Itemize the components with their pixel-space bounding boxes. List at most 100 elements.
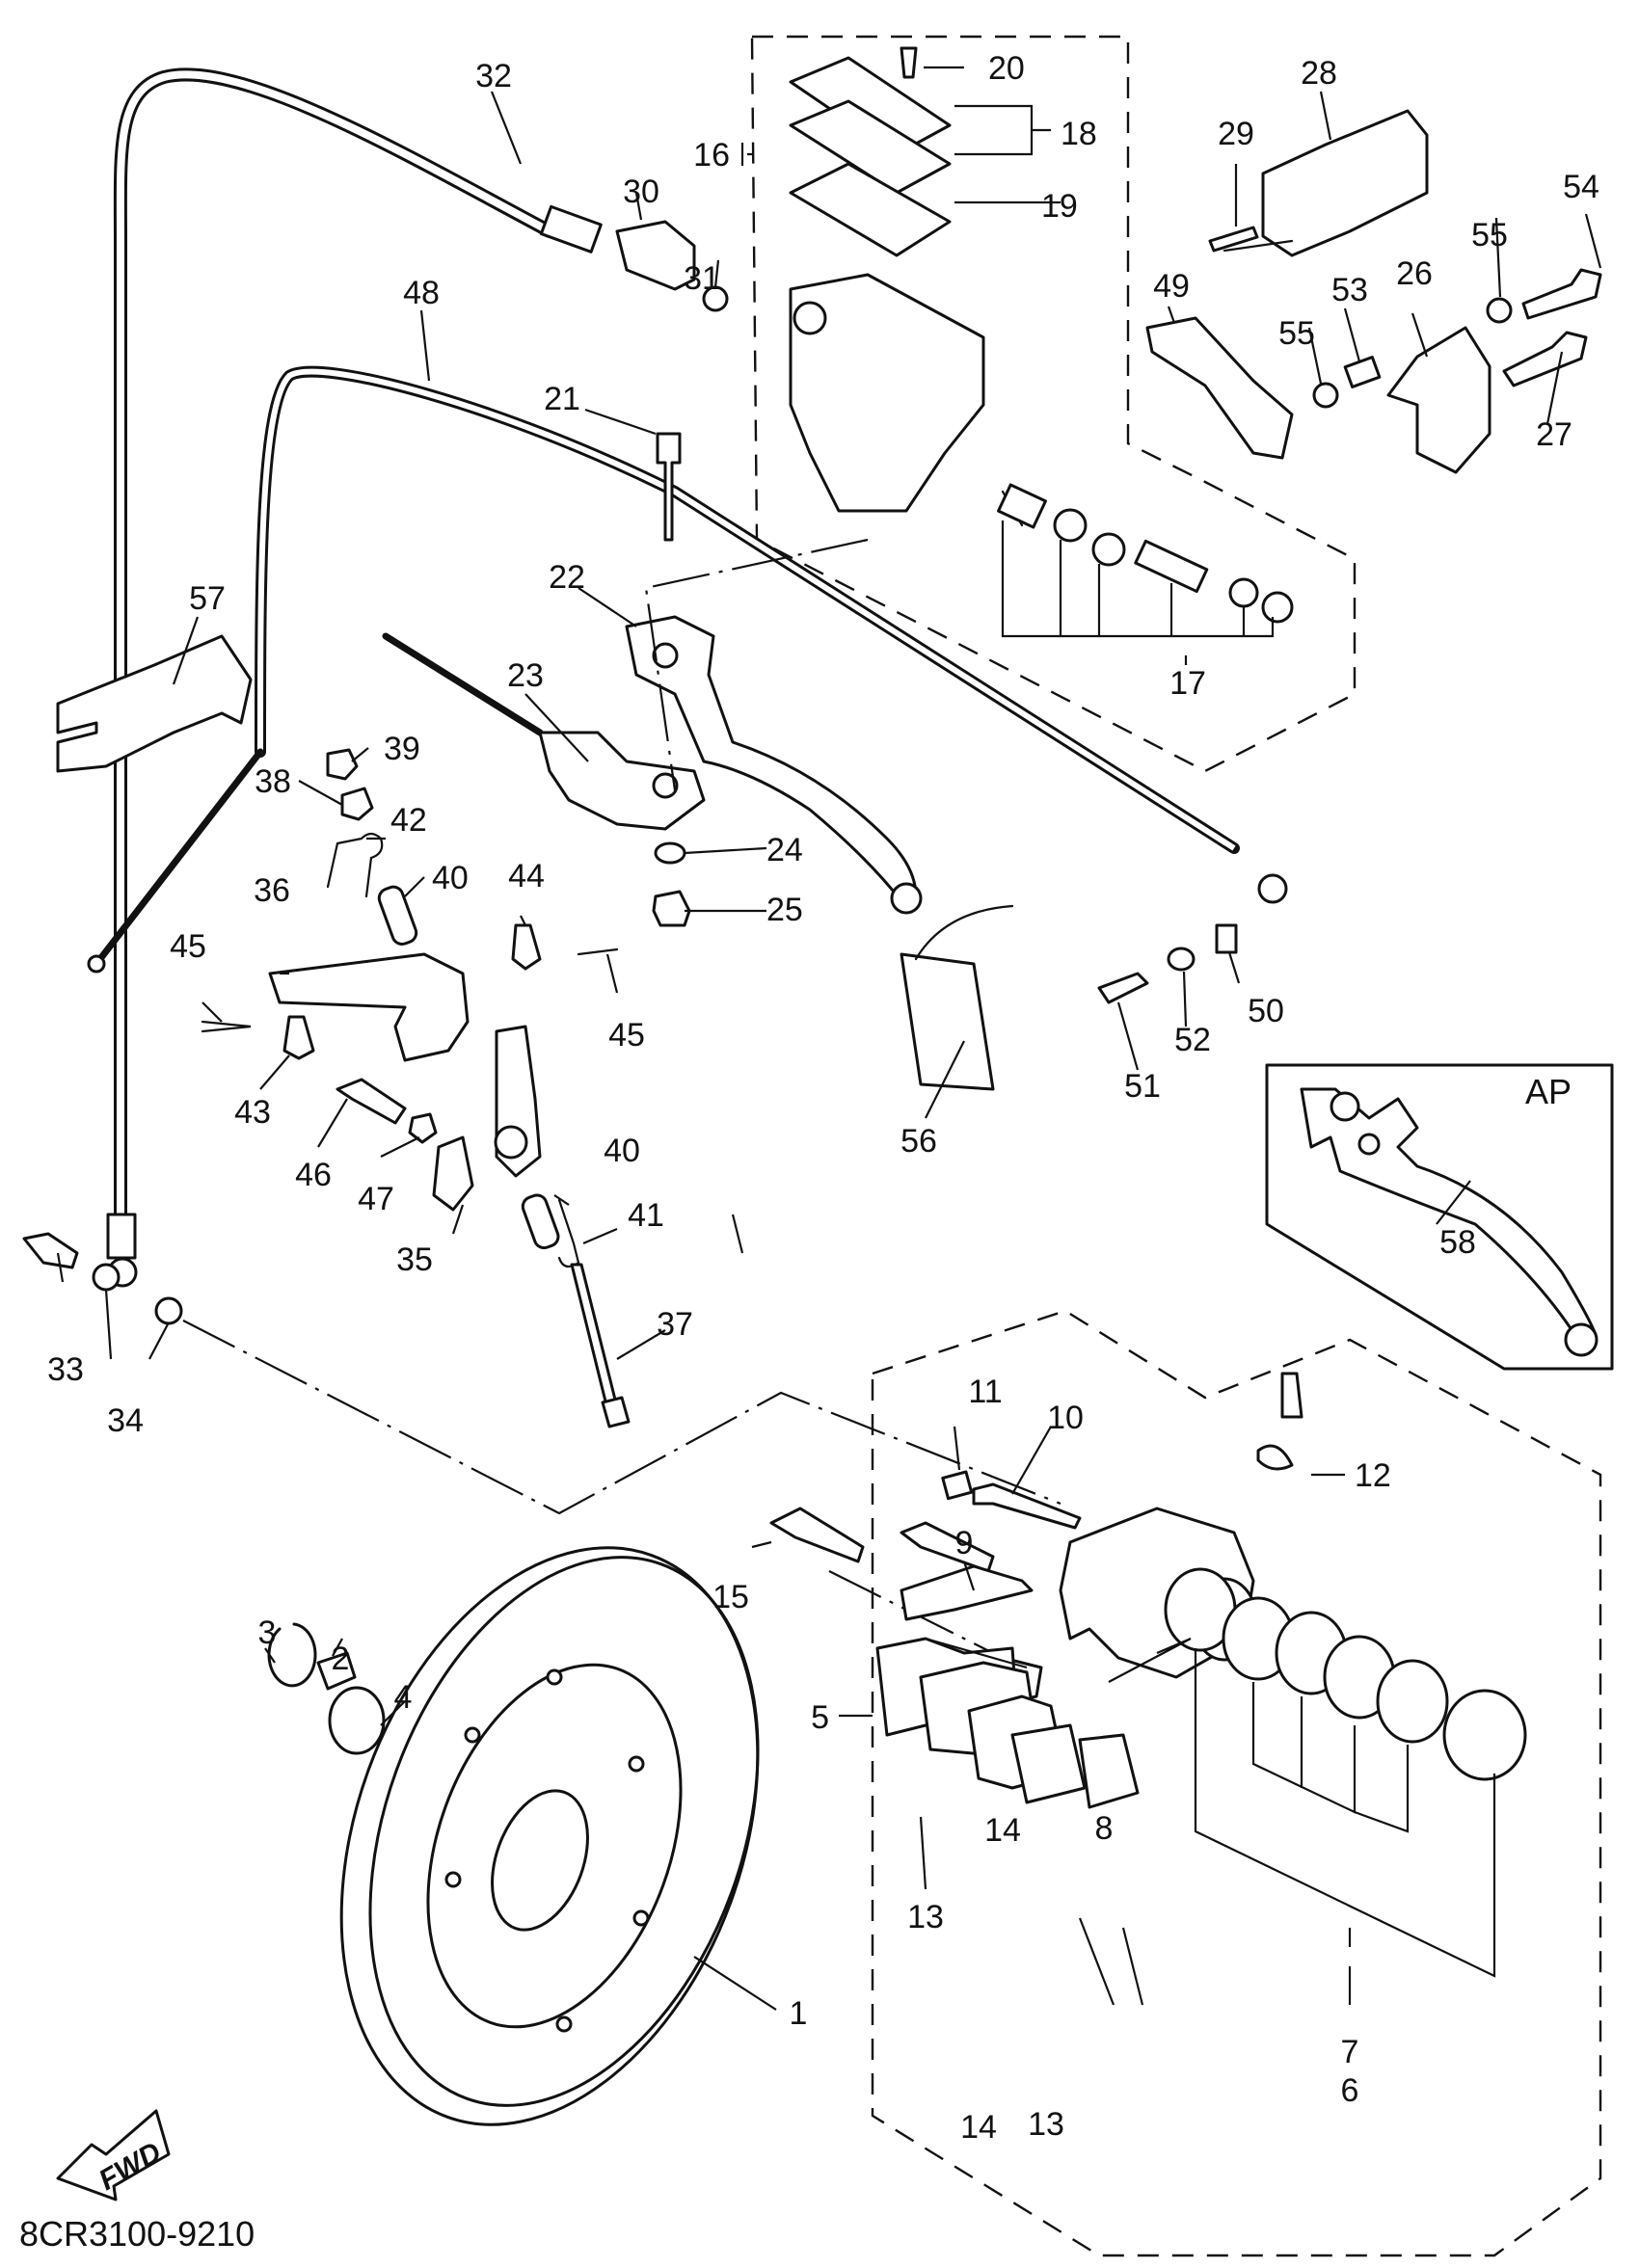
caliper-pistons[interactable]: [1164, 1567, 1527, 1781]
routing-line: [182, 1320, 1061, 1515]
callout-28: 28: [1301, 55, 1337, 92]
nut-47[interactable]: [408, 1112, 438, 1144]
master-cylinder-body[interactable]: [789, 273, 985, 513]
washer-52[interactable]: [1167, 947, 1196, 972]
bleed-screw-set[interactable]: [1280, 1372, 1303, 1419]
callout-36: 36: [254, 872, 290, 909]
washer-4[interactable]: [328, 1686, 386, 1755]
callout-3: 3: [258, 1614, 277, 1651]
leader-lines: [56, 66, 1602, 2011]
callout-40: 40: [432, 860, 469, 896]
lever-bolt[interactable]: [656, 432, 682, 542]
washer-24[interactable]: [654, 841, 686, 865]
callout-1: 1: [790, 1995, 808, 2032]
bolt-51[interactable]: [1097, 972, 1149, 1004]
callout-29: 29: [1218, 116, 1254, 152]
adjuster-bolt[interactable]: [570, 1263, 619, 1411]
reservoir-diaphragm[interactable]: [789, 162, 952, 257]
cotter-pin-45b[interactable]: [577, 947, 619, 956]
callout-14b: 14: [960, 2109, 997, 2146]
brake-disc[interactable]: [266, 1489, 833, 2182]
callout-52: 52: [1174, 1022, 1211, 1058]
pin-40b[interactable]: [520, 1192, 560, 1250]
ap-inset: AP: [1265, 1063, 1614, 1371]
master-cylinder-kit[interactable]: [997, 483, 1294, 638]
callout-2: 2: [332, 1641, 350, 1677]
pin-40[interactable]: [376, 884, 418, 947]
bolt-46[interactable]: [336, 1078, 407, 1125]
brake-switch[interactable]: [1223, 109, 1429, 257]
gasket-34b[interactable]: [154, 1296, 183, 1325]
screw[interactable]: [1208, 226, 1259, 253]
callout-5: 5: [811, 1699, 829, 1736]
callout-57: 57: [189, 580, 226, 617]
washer-55[interactable]: [1312, 382, 1339, 409]
circlip[interactable]: [267, 1622, 317, 1688]
brake-pads[interactable]: [875, 1637, 1140, 1809]
callout-45b: 45: [608, 1017, 645, 1054]
callout-38: 38: [255, 763, 291, 800]
union-bolt-33[interactable]: [22, 1232, 79, 1269]
reservoir-cap[interactable]: [789, 56, 952, 195]
callout-19: 19: [1041, 188, 1078, 225]
callout-26: 26: [1396, 255, 1433, 292]
pin-43[interactable]: [282, 1015, 315, 1060]
pad-pin-plug[interactable]: [941, 1470, 974, 1501]
caliper-bolt-inner[interactable]: [900, 1521, 995, 1573]
callout-15: 15: [712, 1579, 749, 1615]
callout-18: 18: [1061, 116, 1097, 152]
torsion-spring-41[interactable]: [557, 1198, 580, 1268]
brake-lever-ap[interactable]: [1300, 1087, 1598, 1347]
hose-guide[interactable]: [56, 634, 253, 773]
callout-44: 44: [508, 858, 545, 894]
collar-50[interactable]: [1215, 923, 1238, 954]
callout-10: 10: [1047, 1400, 1084, 1436]
cap-screw[interactable]: [900, 46, 918, 79]
key[interactable]: [316, 1651, 357, 1691]
diagram-code: 8CR3100-9210: [19, 2214, 255, 2254]
callout-23: 23: [507, 657, 544, 694]
pad-support[interactable]: [900, 1564, 1034, 1621]
callout-58: 58: [1439, 1224, 1476, 1261]
nut-25[interactable]: [652, 890, 691, 927]
label[interactable]: [900, 952, 995, 1091]
callout-32: 32: [475, 58, 512, 94]
callout-56: 56: [900, 1123, 937, 1160]
inset-label: AP: [1525, 1072, 1572, 1111]
callout-22: 22: [549, 559, 585, 596]
collar-53[interactable]: [1343, 356, 1382, 388]
union-bolt[interactable]: [615, 220, 696, 291]
pad-pin[interactable]: [972, 1482, 1082, 1530]
callout-12: 12: [1355, 1457, 1391, 1494]
bolt-54[interactable]: [1521, 268, 1602, 320]
callout-8: 8: [1095, 1810, 1114, 1847]
callout-50: 50: [1248, 993, 1284, 1029]
parking-brake-holder[interactable]: [382, 632, 706, 831]
callout-13: 13: [907, 1899, 944, 1935]
callout-6: 6: [1341, 2072, 1359, 2109]
cam-lever[interactable]: [268, 952, 470, 1062]
lever-knob[interactable]: [1145, 316, 1294, 460]
callout-39: 39: [384, 731, 420, 767]
callout-37: 37: [657, 1306, 693, 1343]
parking-lever[interactable]: [432, 1025, 542, 1212]
callout-14: 14: [984, 1812, 1021, 1849]
master-cylinder-group-boundary: [750, 35, 1357, 773]
nut-38[interactable]: [340, 787, 374, 821]
lever-holder[interactable]: [1386, 326, 1491, 474]
parking-brake-cable[interactable]: [87, 365, 1288, 974]
callout-27: 27: [1536, 416, 1572, 453]
caliper-bolt[interactable]: [769, 1507, 865, 1563]
pin-44[interactable]: [511, 923, 542, 971]
callout-51: 51: [1124, 1068, 1161, 1105]
cotter-pin-45[interactable]: [201, 1020, 252, 1033]
nut-39[interactable]: [326, 748, 359, 781]
torsion-spring-42[interactable]: [326, 832, 384, 898]
bolt-27[interactable]: [1502, 331, 1588, 387]
washer-55b[interactable]: [1486, 297, 1513, 324]
callout-42: 42: [390, 802, 427, 839]
callout-40b: 40: [604, 1133, 640, 1169]
callout-4: 4: [394, 1679, 413, 1716]
gasket-34a[interactable]: [92, 1263, 121, 1292]
callout-53: 53: [1331, 272, 1368, 308]
